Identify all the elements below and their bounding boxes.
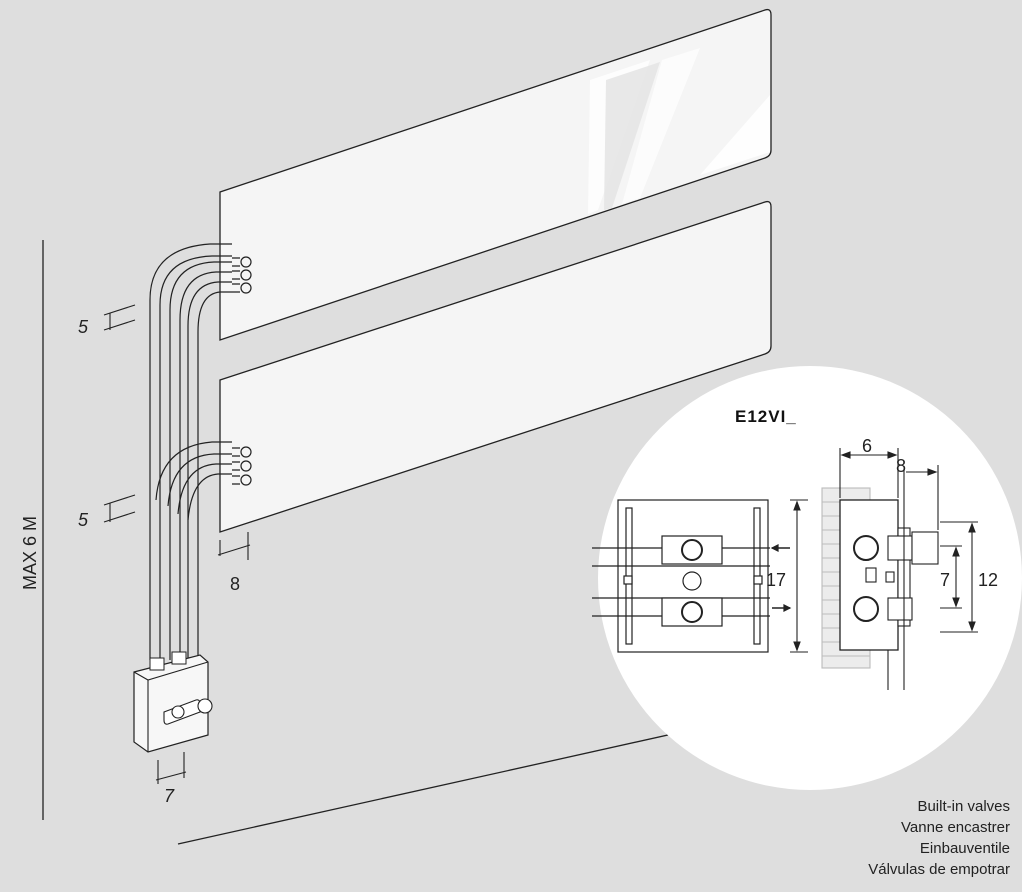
detail-dim-inner: 7 (940, 570, 950, 590)
caption-line-fr: Vanne encastrer (901, 819, 1010, 836)
knob-icon (197, 698, 213, 714)
height-dimension (790, 499, 808, 653)
height-label: MAX 6 M (20, 516, 40, 590)
knob-icon (171, 705, 185, 719)
spacing-markers (103, 304, 251, 560)
lower-glass-panel (219, 200, 772, 533)
caption-line-es: Válvulas de empotrar (868, 861, 1010, 878)
valve-front-view (592, 499, 792, 653)
detail-dim-outer: 12 (978, 570, 998, 590)
box-width-marker (155, 752, 187, 784)
spacing-label-lower: 5 (78, 510, 89, 530)
upper-glass-panel (219, 8, 772, 341)
detail-dim-top-depth: 8 (896, 456, 906, 476)
depth-label: 8 (230, 574, 240, 594)
spacing-label-upper: 5 (78, 317, 89, 337)
upper-pipes (149, 243, 252, 660)
detail-dim-height: 17 (766, 570, 786, 590)
detail-dim-top-width: 6 (862, 436, 872, 456)
control-box (133, 651, 213, 753)
caption-line-en: Built-in valves (917, 798, 1010, 815)
model-code: E12VI_ (735, 407, 797, 426)
caption: Built-in valves Vanne encastrer Einbauve… (868, 796, 1010, 880)
caption-line-de: Einbauventile (919, 840, 1010, 857)
lower-pipes (155, 441, 252, 521)
valve-side-view (821, 470, 939, 690)
side-dimensions (839, 448, 978, 633)
box-width-label: 7 (164, 786, 175, 806)
